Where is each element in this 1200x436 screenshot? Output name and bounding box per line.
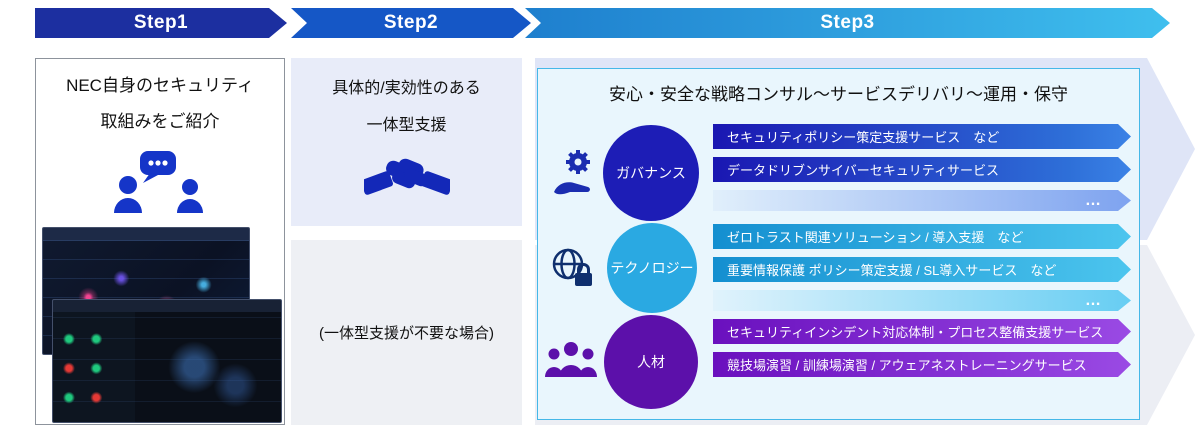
nec-intro-panel: NEC自身のセキュリティ 取組みをご紹介 (35, 58, 285, 425)
step3-label: Step3 (820, 12, 875, 33)
step2-label: Step2 (383, 12, 439, 33)
integrated-support-line1: 具体的/実効性のある (332, 80, 481, 97)
service-bar-technology-1: ゼロトラスト関連ソリューション / 導入支援 など (713, 224, 1131, 249)
handshake-icon (360, 149, 453, 203)
integrated-support-panel: 具体的/実効性のある 一体型支援 (291, 58, 522, 226)
globe-lock-icon (547, 243, 597, 298)
optional-support-text: (一体型支援が不要な場合) (319, 325, 494, 342)
step3-title: 安心・安全な戦略コンサル～サービスデリバリ～運用・保守 (609, 85, 1068, 104)
more-services-governance: … (713, 190, 1131, 211)
people-chat-icon (110, 151, 210, 215)
step1-banner: Step1 (35, 8, 287, 38)
service-bar-technology-2: 重要情報保護 ポリシー策定支援 / SL導入サービス など (713, 257, 1131, 282)
group-circle-human: 人材 (604, 315, 698, 409)
gear-hand-icon (547, 147, 599, 204)
security-dashboard-screenshot-2 (52, 299, 282, 423)
group-circle-technology: テクノロジー (607, 223, 697, 313)
step2-banner: Step2 (291, 8, 531, 38)
people-group-icon (543, 337, 599, 388)
group-circle-governance: ガバナンス (603, 125, 699, 221)
nec-intro-line1: NEC自身のセキュリティ (66, 76, 254, 95)
step3-services-panel: 安心・安全な戦略コンサル～サービスデリバリ～運用・保守 (537, 68, 1140, 420)
integrated-support-line2: 一体型支援 (366, 117, 447, 134)
service-bar-governance-2: データドリブンサイバーセキュリティサービス (713, 157, 1131, 182)
step3-banner: Step3 (525, 8, 1170, 38)
more-services-technology: … (713, 290, 1131, 311)
nec-intro-line2: 取組みをご紹介 (100, 112, 220, 131)
service-bar-human-1: セキュリティインシデント対応体制・プロセス整備支援サービス (713, 319, 1131, 344)
service-bar-governance-1: セキュリティポリシー策定支援サービス など (713, 124, 1131, 149)
optional-support-panel: (一体型支援が不要な場合) (291, 240, 522, 425)
service-bar-human-2: 競技場演習 / 訓練場演習 / アウェアネストレーニングサービス (713, 352, 1131, 377)
step1-label: Step1 (133, 12, 189, 33)
